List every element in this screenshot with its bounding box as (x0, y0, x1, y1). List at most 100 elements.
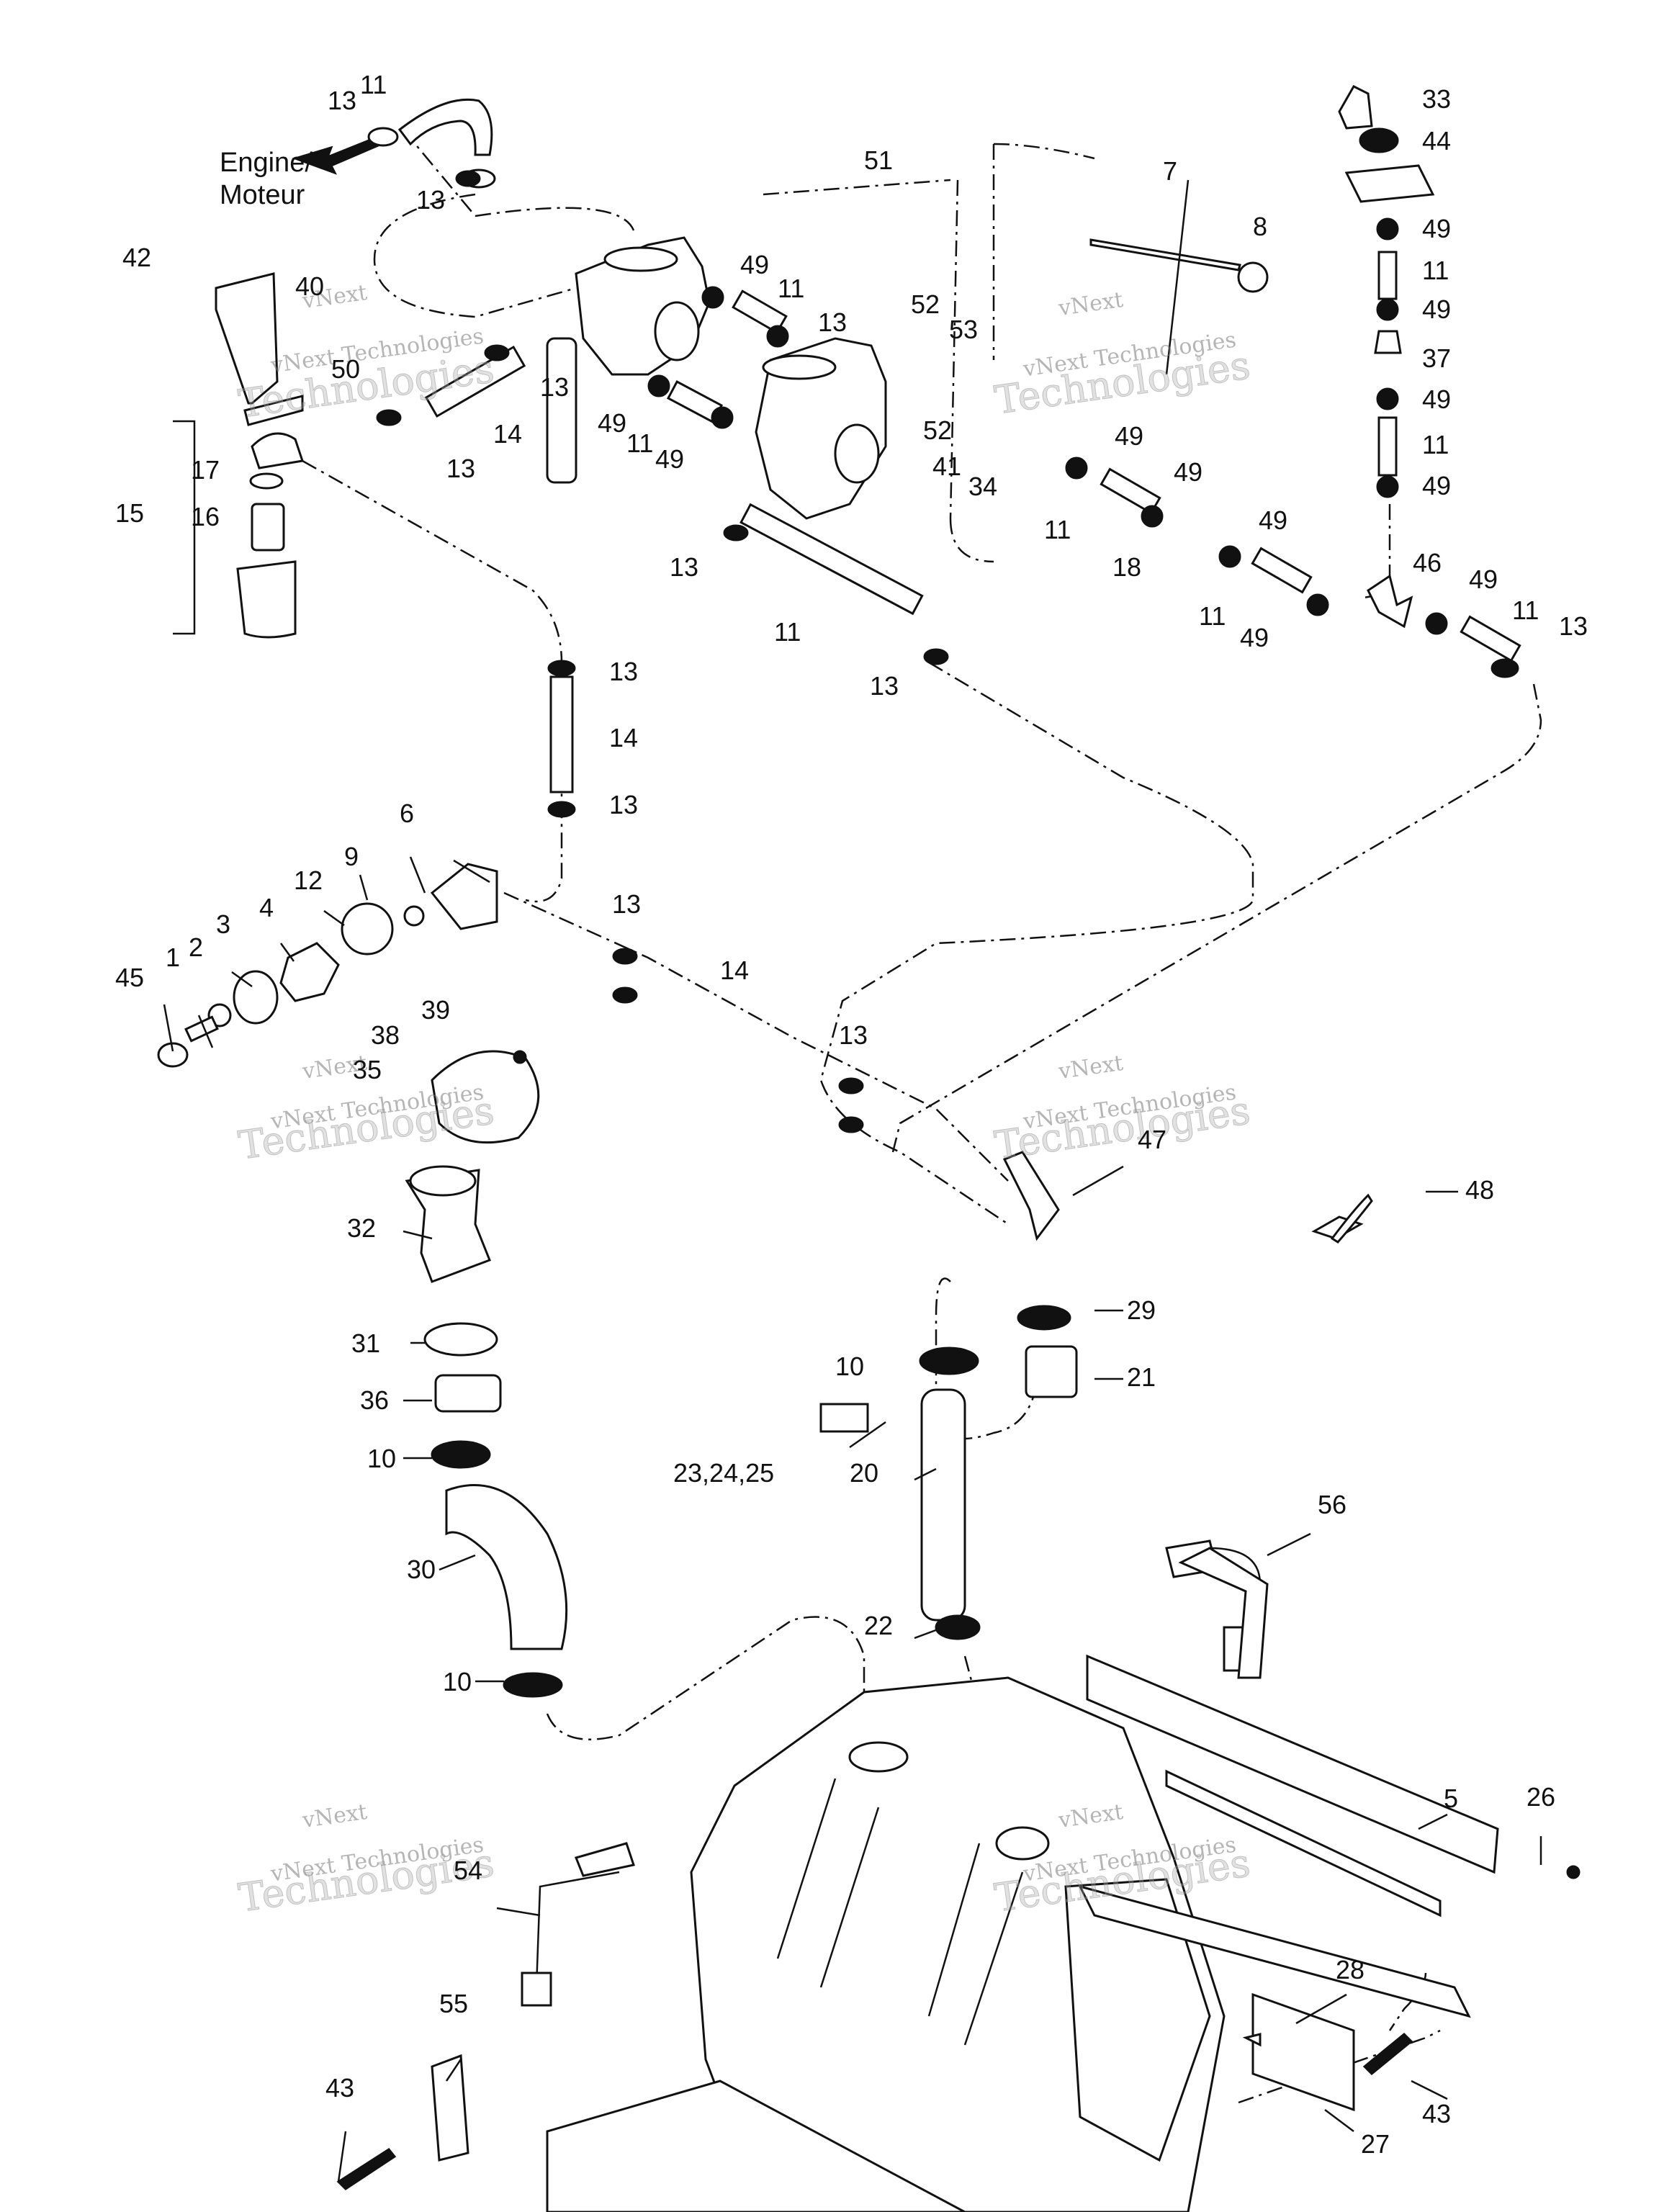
callout-9: 9 (344, 842, 359, 871)
callout-54: 54 (454, 1856, 483, 1885)
callout-32: 32 (347, 1213, 377, 1243)
callout-49: 49 (1422, 385, 1452, 414)
callout-10: 10 (367, 1444, 397, 1473)
callout-11: 11 (774, 617, 801, 647)
callout-13: 13 (1559, 611, 1588, 641)
callout-11: 11 (778, 274, 805, 303)
callout-39: 39 (421, 995, 451, 1025)
callout-42: 42 (122, 243, 152, 272)
callout-13: 13 (839, 1020, 868, 1050)
upper-hoses (424, 85, 1521, 793)
callout-6: 6 (400, 799, 415, 828)
clamps (376, 170, 1519, 1133)
callout-22: 22 (864, 1611, 894, 1640)
straps (336, 1193, 1413, 2190)
callout-11: 11 (1422, 430, 1449, 459)
callout-16: 16 (191, 502, 220, 531)
callout-34: 34 (968, 472, 998, 501)
callout-37: 37 (1422, 343, 1452, 373)
callout-20: 20 (850, 1458, 879, 1488)
valve-assembly (157, 863, 498, 1068)
callout-40: 40 (295, 271, 325, 301)
callout-10: 10 (443, 1667, 472, 1696)
callout-13: 13 (540, 372, 570, 402)
callout-11: 11 (1199, 601, 1226, 631)
callout-52: 52 (923, 415, 953, 445)
callout-11: 11 (360, 70, 387, 99)
callout-13: 13 (818, 307, 848, 337)
callout-56: 56 (1318, 1490, 1347, 1519)
callout-13: 13 (609, 657, 639, 686)
callout-13: 13 (609, 790, 639, 819)
callout-13: 13 (870, 671, 899, 701)
callout-49: 49 (655, 444, 685, 474)
callout-49: 49 (740, 250, 770, 279)
callout-14: 14 (609, 723, 639, 752)
callout-50: 50 (331, 354, 361, 384)
callout-3: 3 (216, 909, 231, 939)
fuel-pickup (819, 1151, 1364, 1672)
callout-46: 46 (1413, 548, 1442, 577)
callout-44: 44 (1422, 126, 1452, 156)
callout-52: 52 (911, 289, 940, 319)
callout-29: 29 (1127, 1295, 1156, 1325)
callout-33: 33 (1422, 84, 1452, 114)
callout-11: 11 (1044, 515, 1071, 544)
callout-14: 14 (720, 956, 750, 985)
engine-label-line2: Moteur (220, 180, 305, 210)
callout-13: 13 (446, 454, 476, 483)
callout-18: 18 (1112, 552, 1142, 582)
callout-47: 47 (1138, 1125, 1167, 1154)
callout-12: 12 (294, 866, 323, 895)
callout-11: 11 (1512, 595, 1539, 625)
callout-11: 11 (1422, 256, 1449, 285)
heat-shield-and-base (546, 1654, 1581, 2212)
callout-49: 49 (1422, 214, 1452, 243)
callout-48: 48 (1465, 1175, 1495, 1205)
callout-4: 4 (259, 893, 274, 922)
callout-28: 28 (1336, 1955, 1365, 1984)
carburetors (575, 236, 887, 520)
callout-26: 26 (1527, 1782, 1556, 1812)
callout-36: 36 (360, 1385, 390, 1415)
callout-21: 21 (1127, 1362, 1156, 1392)
engine-label-line1: Engine/ (220, 148, 313, 178)
callout-15: 15 (115, 498, 145, 528)
callout-13: 13 (670, 552, 699, 582)
callout-13: 13 (328, 86, 357, 115)
callout-53: 53 (949, 315, 979, 344)
callout-27: 27 (1361, 2129, 1390, 2159)
callout-17: 17 (191, 455, 220, 485)
callout-55: 55 (439, 1989, 469, 2018)
bracket-and-filter (173, 272, 304, 639)
leader-lines (163, 179, 1542, 2182)
callout-2: 2 (189, 932, 204, 962)
callout-1: 1 (166, 943, 181, 972)
callout-49: 49 (1422, 471, 1452, 500)
callout-49: 49 (1422, 295, 1452, 324)
callout-14: 14 (493, 419, 523, 449)
callout-49: 49 (1259, 505, 1288, 535)
callout-13: 13 (612, 889, 642, 919)
callout-51: 51 (864, 145, 894, 175)
callout-49: 49 (1115, 421, 1144, 451)
callout-8: 8 (1253, 212, 1268, 241)
callout-13: 13 (416, 185, 446, 215)
callout-7: 7 (1163, 156, 1178, 186)
callout-35: 35 (353, 1055, 382, 1084)
callout-10: 10 (835, 1352, 865, 1381)
callout-30: 30 (407, 1555, 436, 1584)
callout-5: 5 (1444, 1784, 1459, 1813)
callout-43: 43 (1422, 2099, 1452, 2128)
callout-45: 45 (115, 963, 145, 992)
callout-49: 49 (598, 408, 627, 438)
callout-38: 38 (371, 1020, 400, 1050)
callout-41: 41 (932, 451, 962, 481)
callout-31: 31 (351, 1328, 381, 1358)
callout-49: 49 (1469, 565, 1498, 594)
callout-11: 11 (626, 428, 654, 458)
callout-49: 49 (1240, 623, 1269, 652)
filler-neck (405, 1050, 568, 1698)
